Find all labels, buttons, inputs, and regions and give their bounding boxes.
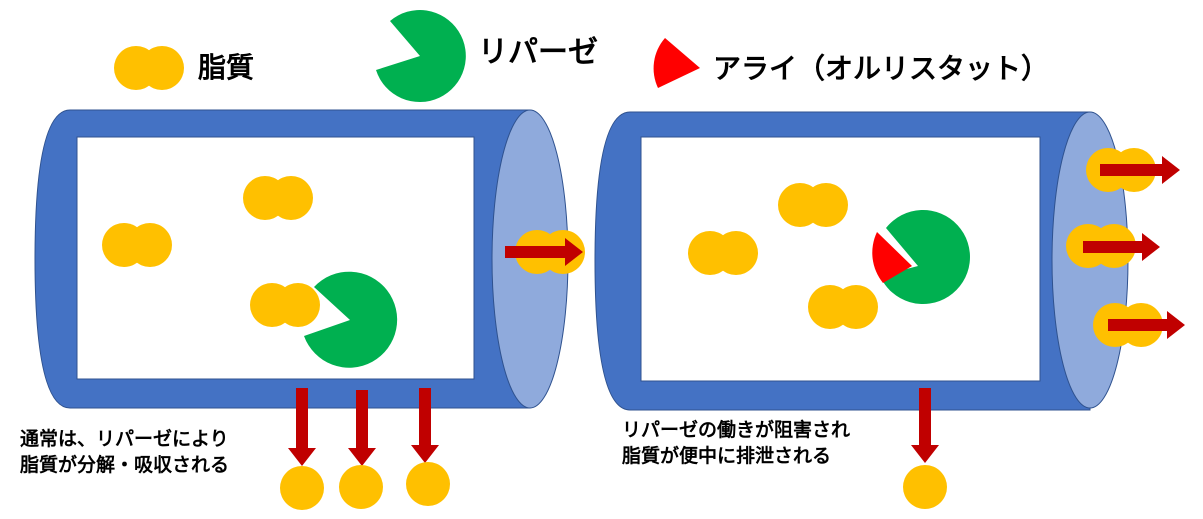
intestine-inhibited: リパーゼの働きが阻害され 脂質が便中に排泄される: [594, 111, 1185, 509]
alli-icon: [653, 38, 700, 88]
lipase-icon: [880, 209, 970, 304]
lipase-icon: [376, 10, 466, 103]
arrow-icon: [288, 238, 583, 466]
alli-label: アライ（オルリスタット）: [713, 52, 1049, 85]
inhibited-caption: リパーゼの働きが阻害され 脂質が便中に排泄される: [622, 418, 857, 467]
legend-fat: 脂質: [114, 46, 254, 90]
arrow-icon: [911, 156, 1185, 463]
lipase-label: リパーゼ: [478, 35, 598, 70]
alli-icon: [872, 232, 912, 283]
normal-caption: 通常は、リパーゼにより 脂質が分解・吸収される: [20, 427, 235, 476]
lipase-icon: [304, 271, 398, 368]
intestine-normal: 通常は、リパーゼにより 脂質が分解・吸収される: [20, 109, 585, 510]
legend-lipase: リパーゼ: [376, 10, 598, 103]
fat-label: 脂質: [198, 51, 254, 84]
legend-alli: アライ（オルリスタット）: [653, 38, 1049, 88]
